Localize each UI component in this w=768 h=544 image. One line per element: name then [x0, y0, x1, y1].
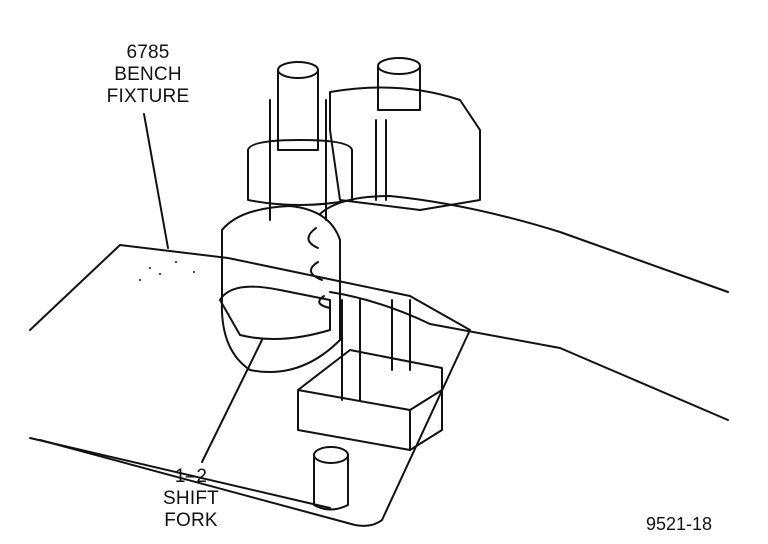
technician-hand: [319, 195, 729, 421]
plate-edge: [29, 437, 331, 509]
bench-fixture-word2: FIXTURE: [106, 86, 190, 107]
pivot-pin: [313, 454, 349, 511]
bench-fixture-number: 6785: [126, 42, 170, 63]
bench-fixture-plate: [29, 244, 471, 527]
shift-rail: [341, 299, 411, 401]
fixture-block: [297, 349, 443, 451]
bench-leader: [143, 113, 169, 249]
mainshaft: [277, 69, 319, 151]
shift-fork-callout: 1–2 SHIFT FORK: [156, 466, 226, 532]
synchro-gear: [220, 205, 341, 373]
shift-fork: [219, 285, 331, 340]
shift-fork-word2: FORK: [164, 510, 218, 531]
fork-leader: [201, 339, 263, 463]
bench-fixture-callout: 6785 BENCH FIXTURE: [92, 42, 204, 108]
shift-fork-gears: 1–2: [174, 466, 208, 487]
figure-number: 9521-18: [646, 514, 713, 534]
gear-upper: [247, 139, 353, 206]
gear-cluster: [329, 86, 481, 211]
shift-fork-word1: SHIFT: [163, 488, 219, 509]
bench-fixture-word1: BENCH: [114, 64, 182, 85]
